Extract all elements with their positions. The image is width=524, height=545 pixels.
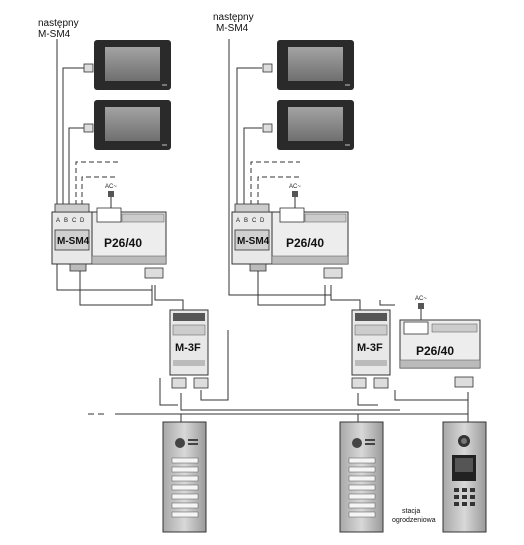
terminal-letter-b: B <box>244 218 248 224</box>
svg-text:AC~: AC~ <box>289 184 301 190</box>
monitor-icon <box>94 40 171 90</box>
svg-text:P26/40: P26/40 <box>104 236 142 250</box>
gate-power-module: P26/40 <box>399 319 481 388</box>
svg-text:AC~: AC~ <box>105 184 117 190</box>
terminal-letter-d: D <box>80 218 85 224</box>
terminal-letter-d: D <box>260 218 265 224</box>
terminal-letter-a: A <box>236 218 240 224</box>
right-amplifier-module: M-3F <box>351 309 391 389</box>
power-plug-icon: AC~ <box>415 296 427 309</box>
power-plug-icon: AC~ <box>289 184 301 197</box>
svg-text:P26/40: P26/40 <box>416 344 454 358</box>
power-plug-icon: AC~ <box>105 184 117 197</box>
terminal-block-icon <box>83 63 273 133</box>
wiring <box>56 39 469 422</box>
intercom-panel-icon <box>162 421 207 533</box>
next-module-label-2: następny <box>213 12 254 23</box>
intercom-panel-icon <box>339 421 384 533</box>
right-switch-module: M-SM4 A B C D <box>231 203 273 272</box>
svg-text:M-3F: M-3F <box>175 342 201 354</box>
svg-text:M-SM4: M-SM4 <box>237 236 270 247</box>
monitor-icon <box>277 40 354 90</box>
gate-station-label-b: ogrodzeniowa <box>392 517 436 524</box>
left-switch-module: M-SM4 A B C D <box>51 203 93 272</box>
svg-text:M-3F: M-3F <box>357 342 383 354</box>
terminal-letter-c: C <box>72 218 77 224</box>
monitor-icon <box>277 100 354 150</box>
terminal-letter-c: C <box>252 218 257 224</box>
svg-text:M-SM4: M-SM4 <box>57 236 90 247</box>
gate-station-panel <box>442 421 487 533</box>
right-power-module: P26/40 <box>271 207 349 279</box>
next-module-label-2b: M-SM4 <box>216 23 249 34</box>
left-power-module: P26/40 <box>91 207 167 279</box>
terminal-letter-a: A <box>56 218 60 224</box>
monitor-icon <box>94 100 171 150</box>
left-amplifier-module: M-3F <box>169 309 209 389</box>
gate-station-label: stacja <box>402 508 420 515</box>
terminal-letter-b: B <box>64 218 68 224</box>
svg-text:AC~: AC~ <box>415 296 427 302</box>
svg-text:P26/40: P26/40 <box>286 236 324 250</box>
next-module-label-1b: M-SM4 <box>38 29 71 40</box>
next-module-label-1: następny <box>38 18 79 29</box>
